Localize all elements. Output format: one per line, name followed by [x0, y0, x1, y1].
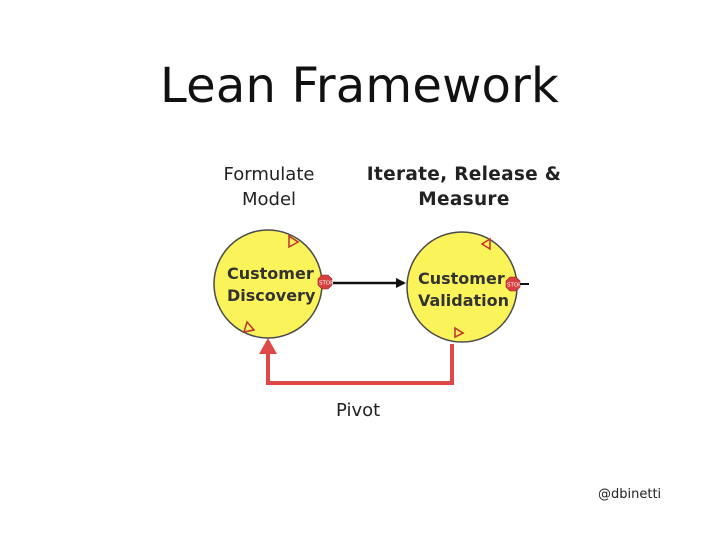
discovery-line-1: Customer [227, 264, 314, 283]
discovery-marker-top [288, 234, 300, 249]
slide-title: Lean Framework [160, 58, 560, 114]
customer-discovery-circle [213, 229, 323, 339]
discovery-stop-label: STOP [319, 281, 334, 287]
discovery-marker-bottom [242, 320, 256, 333]
pivot-arrowhead [259, 338, 277, 354]
validation-marker-top [480, 237, 491, 251]
discovery-line-2: Discovery [227, 286, 316, 305]
validation-marker-bottom [454, 326, 465, 339]
iterate-label-line-1: Iterate, Release & [366, 164, 562, 185]
formulate-label-line-1: Formulate [223, 164, 315, 185]
formulate-model-label: Formulate Model [214, 162, 324, 212]
iterate-label-line-2: Measure [418, 189, 510, 210]
validation-stop-label: STOP [507, 283, 522, 289]
discovery-stop-sign [317, 274, 333, 290]
iterate-release-measure-label: Iterate, Release & Measure [348, 162, 580, 212]
author-credit: @dbinetti [598, 487, 662, 502]
pivot-label: Pivot [336, 400, 381, 421]
validation-line-2: Validation [418, 291, 509, 310]
validation-stop-sign [505, 276, 521, 292]
validation-line-1: Customer [418, 269, 505, 288]
pivot-arrow [266, 344, 454, 385]
formulate-label-line-2: Model [241, 189, 297, 210]
